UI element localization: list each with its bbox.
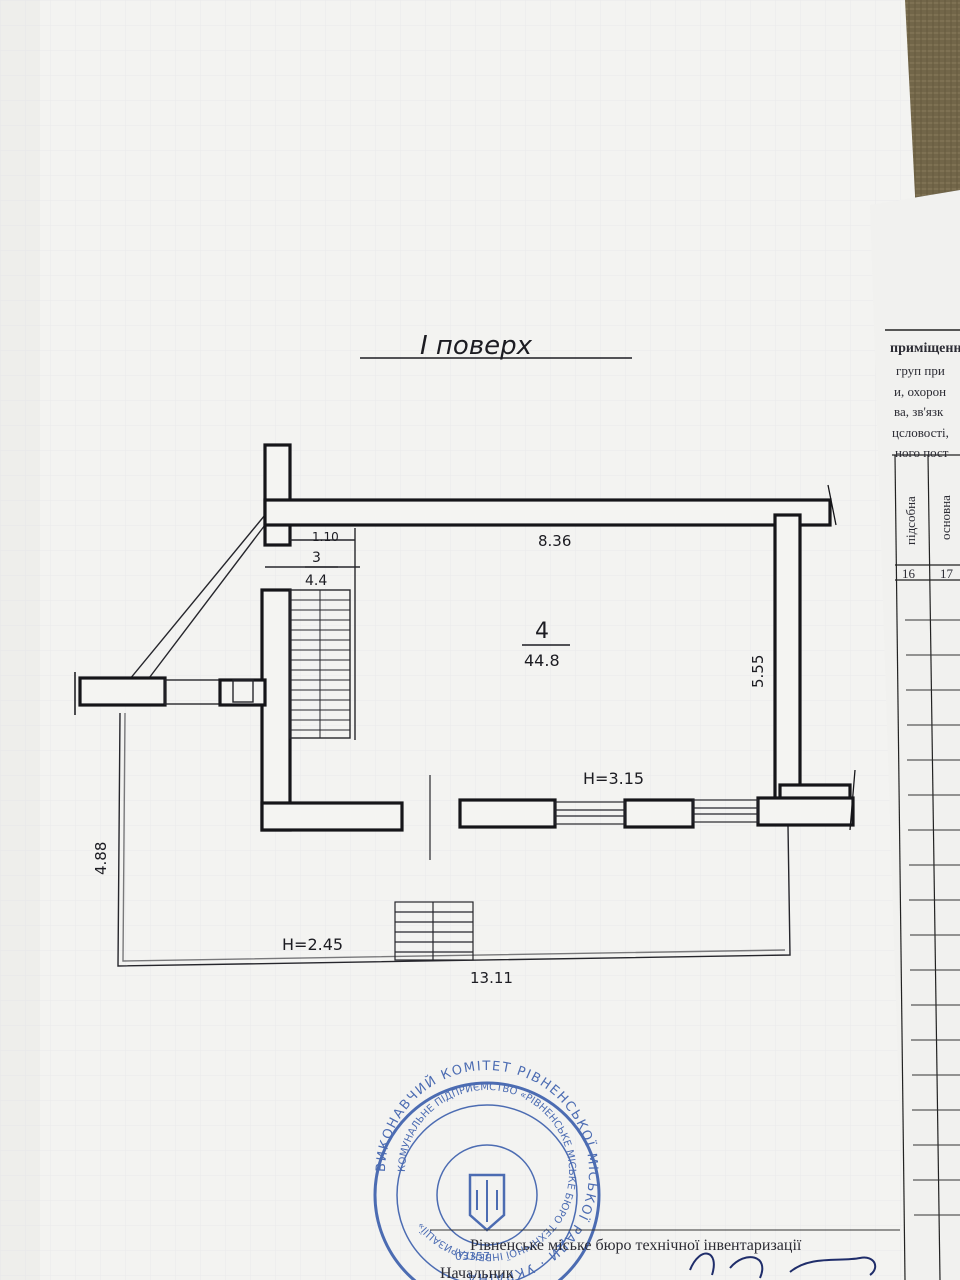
wall-right: [773, 513, 802, 802]
side-sheet-line: и, охорон: [894, 384, 946, 399]
wall-top: [263, 498, 832, 527]
room-3-width: 1.10: [312, 530, 339, 544]
footer-bureau: Рівненське міське бюро технічної інвента…: [470, 1237, 802, 1254]
paper-grid: [0, 0, 920, 1280]
wall-bottom-right: [756, 796, 855, 827]
wall-bottom-left: [260, 801, 404, 832]
stamp-code: 03357: [455, 1250, 490, 1263]
side-sheet-col-main: основна: [938, 495, 953, 540]
wall-bottom-mid: [458, 798, 557, 829]
plan-title-group: І поверх: [360, 331, 632, 361]
trident-emblem: [468, 1173, 506, 1232]
terrace-width: 13.11: [470, 969, 513, 987]
room-4-area: 44.8: [524, 651, 560, 670]
wall-left-ext: [78, 676, 167, 707]
side-sheet-num: 17: [940, 566, 954, 581]
side-sheet-line: груп при: [896, 363, 945, 378]
floor-plan: 1.10 3 4.4 8.36 4 44.8 5.55 H=3.15 4.88 …: [74, 443, 856, 987]
footer-head: Начальник: [440, 1265, 514, 1280]
room-4-height: H=3.15: [583, 769, 644, 788]
room-4-depth: 5.55: [749, 655, 767, 688]
side-sheet-num: 16: [902, 566, 916, 581]
plan-title: І поверх: [420, 331, 533, 361]
windows: [429, 775, 759, 860]
wall-stub-top: [263, 443, 292, 547]
terrace-height: H=2.45: [282, 935, 343, 954]
terrace-depth: 4.88: [92, 842, 110, 875]
side-sheet-header: приміщенн: [890, 341, 960, 356]
footer: Рівненське міське бюро технічної інвента…: [430, 1229, 900, 1280]
side-sheet: приміщенн груп при и, охорон ва, зв'язк …: [870, 190, 960, 1280]
wall-bottom-mid2: [623, 798, 695, 829]
room-4-number: 4: [535, 619, 549, 644]
wall-left-ext2: [218, 678, 267, 707]
room-4-width: 8.36: [538, 532, 571, 550]
signature: [689, 1252, 877, 1279]
staircase: [265, 528, 360, 740]
wall-left: [260, 588, 292, 832]
side-sheet-line: ного пост: [895, 445, 949, 460]
entrance-steps: [394, 901, 474, 961]
side-sheet-line: цсловості,: [892, 425, 949, 440]
side-sheet-col-aux: підсобна: [903, 496, 918, 545]
side-sheet-line: ва, зв'язк: [894, 404, 944, 419]
room-3-number: 3: [312, 550, 321, 566]
railing: [124, 514, 266, 691]
room-3-area: 4.4: [305, 573, 327, 589]
